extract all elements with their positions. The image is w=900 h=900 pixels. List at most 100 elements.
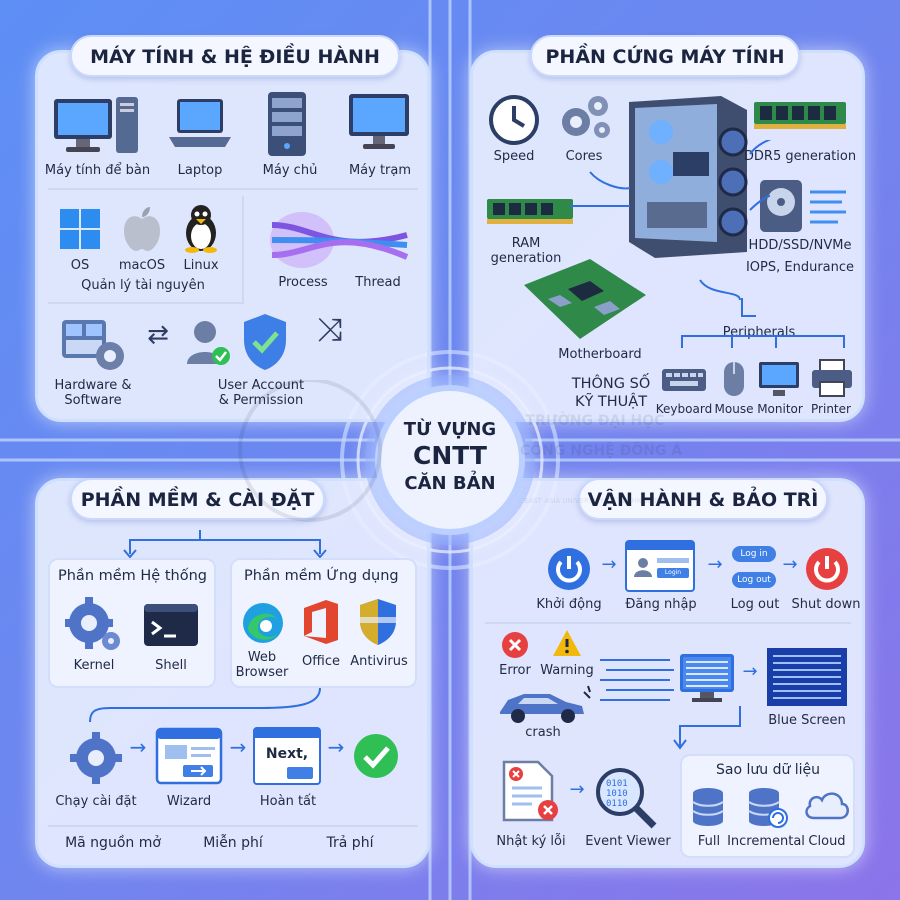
web-browser-icon — [243, 603, 283, 643]
os-box-bottom — [48, 302, 242, 304]
kernel-gear-icon — [65, 597, 120, 650]
warning-label: Warning — [540, 663, 594, 678]
center-title-line2: CNTT — [413, 441, 487, 470]
device-server-label: Máy chủ — [262, 163, 318, 178]
center-title-line1: TỪ VỰNG — [403, 419, 497, 440]
os-box-side — [242, 196, 244, 304]
watermark-line2: CÔNG NGHỆ ĐÔNG Á — [520, 443, 683, 459]
power-on-icon — [548, 548, 590, 590]
backup-header: Sao lưu dữ liệu — [716, 762, 821, 778]
laptop-icon — [169, 99, 231, 147]
watermark-line3: EAST ASIA UNIVERSITY OF TECHNOLOGY — [523, 497, 667, 505]
svg-text:0110: 0110 — [606, 799, 628, 809]
install-gear-icon — [70, 732, 122, 784]
hard-drive-icon — [760, 180, 846, 232]
monitor-label: Monitor — [757, 402, 803, 416]
cores-gears-icon — [562, 96, 610, 138]
mouse-icon — [724, 362, 744, 396]
login-button[interactable]: Login — [657, 568, 689, 578]
shell-label: Shell — [155, 658, 187, 673]
pc-case-icon — [629, 96, 748, 258]
wizard-label: Wizard — [166, 794, 212, 809]
arrow-icon: → — [569, 779, 585, 800]
ddr5-label: DDR5 generation — [743, 149, 857, 164]
technical-specs-label: THÔNG SỐ KỸ THUẬT — [571, 376, 651, 410]
office-label: Office — [302, 654, 340, 669]
ddr5-ram-icon — [754, 102, 846, 129]
boot-label: Khởi động — [536, 597, 602, 612]
university-seal-watermark — [238, 380, 382, 522]
office-icon — [304, 600, 338, 644]
crashed-car-icon — [500, 685, 591, 723]
storage-label: HDD/SSD/NVMe — [748, 238, 852, 253]
motherboard-label: Motherboard — [558, 347, 642, 362]
log-out-pill[interactable]: Log out — [732, 572, 776, 588]
q1-divider — [48, 188, 418, 190]
license-paid: Trả phí — [326, 835, 374, 851]
hardware-software-icon — [62, 320, 124, 370]
keyboard-label: Keyboard — [655, 402, 713, 416]
panel-title-operations: VẬN HÀNH & BẢO TRÌ — [578, 478, 828, 520]
full-backup-database-icon — [692, 788, 724, 826]
mouse-label: Mouse — [714, 402, 754, 416]
linux-label: Linux — [183, 258, 219, 273]
os-label: OS — [70, 258, 90, 273]
antivirus-label: Antivirus — [350, 654, 408, 669]
workstation-icon — [349, 94, 409, 149]
event-log-connectors — [673, 706, 741, 750]
motherboard-icon — [524, 259, 646, 339]
server-icon — [268, 92, 306, 156]
device-laptop-label: Laptop — [177, 163, 223, 178]
apple-icon — [124, 207, 160, 251]
device-desktop-label: Máy tính để bàn — [44, 163, 151, 178]
binary-monitor-icon — [680, 654, 734, 702]
cloud-backup-icon — [805, 792, 849, 820]
user-account-label: User Account & Permission — [217, 378, 305, 408]
process-label: Process — [278, 275, 328, 290]
install-connector — [89, 688, 321, 723]
hardware-software-label: Hardware & Software — [54, 378, 132, 408]
logout-label: Log out — [730, 597, 780, 612]
blue-screen-icon — [767, 648, 847, 706]
user-icon — [634, 558, 652, 577]
q3-divider — [48, 825, 418, 827]
shield-check-icon — [244, 314, 286, 370]
arrow-icon: → — [327, 735, 345, 759]
backup-cloud-label: Cloud — [808, 834, 846, 849]
blue-screen-label: Blue Screen — [768, 713, 846, 728]
warning-icon — [553, 630, 581, 656]
shuffle-icon: ⤨ — [317, 310, 343, 348]
antivirus-shield-icon — [360, 599, 396, 645]
error-log-document-icon — [502, 760, 558, 822]
peripherals-branch-lines — [681, 298, 845, 348]
arrow-icon: → — [742, 661, 758, 682]
linux-penguin-icon — [185, 205, 217, 253]
center-title-circle: TỪ VỰNG CNTT CĂN BẢN — [375, 385, 525, 535]
run-install-label: Chạy cài đặt — [55, 794, 137, 809]
wizard-window-icon — [155, 727, 223, 785]
error-icon — [502, 632, 528, 658]
monitor-icon — [759, 362, 799, 396]
log-in-pill[interactable]: Log in — [732, 546, 776, 562]
next-label: Next, — [265, 746, 309, 762]
power-off-icon — [806, 548, 848, 590]
arrow-icon: → — [229, 735, 247, 759]
kernel-label: Kernel — [73, 658, 115, 673]
center-title-line3: CĂN BẢN — [404, 473, 496, 494]
backup-full-label: Full — [697, 834, 721, 849]
shell-terminal-icon — [144, 604, 198, 646]
license-free: Miễn phí — [203, 835, 263, 851]
application-software-header: Phần mềm Ứng dụng — [244, 568, 399, 584]
next-window: Next, — [253, 727, 321, 785]
success-check-icon — [354, 734, 398, 778]
incremental-backup-database-icon — [748, 788, 788, 828]
license-open-source: Mã nguồn mở — [65, 835, 161, 851]
cores-label: Cores — [565, 149, 603, 164]
error-label: Error — [499, 663, 531, 678]
data-stream-lines — [600, 659, 674, 701]
speed-label: Speed — [493, 149, 535, 164]
finish-label: Hoàn tất — [259, 794, 317, 809]
web-browser-label: Web Browser — [235, 650, 289, 680]
arrow-icon: → — [601, 554, 617, 575]
swap-arrows-icon: ⇄ — [147, 320, 169, 350]
